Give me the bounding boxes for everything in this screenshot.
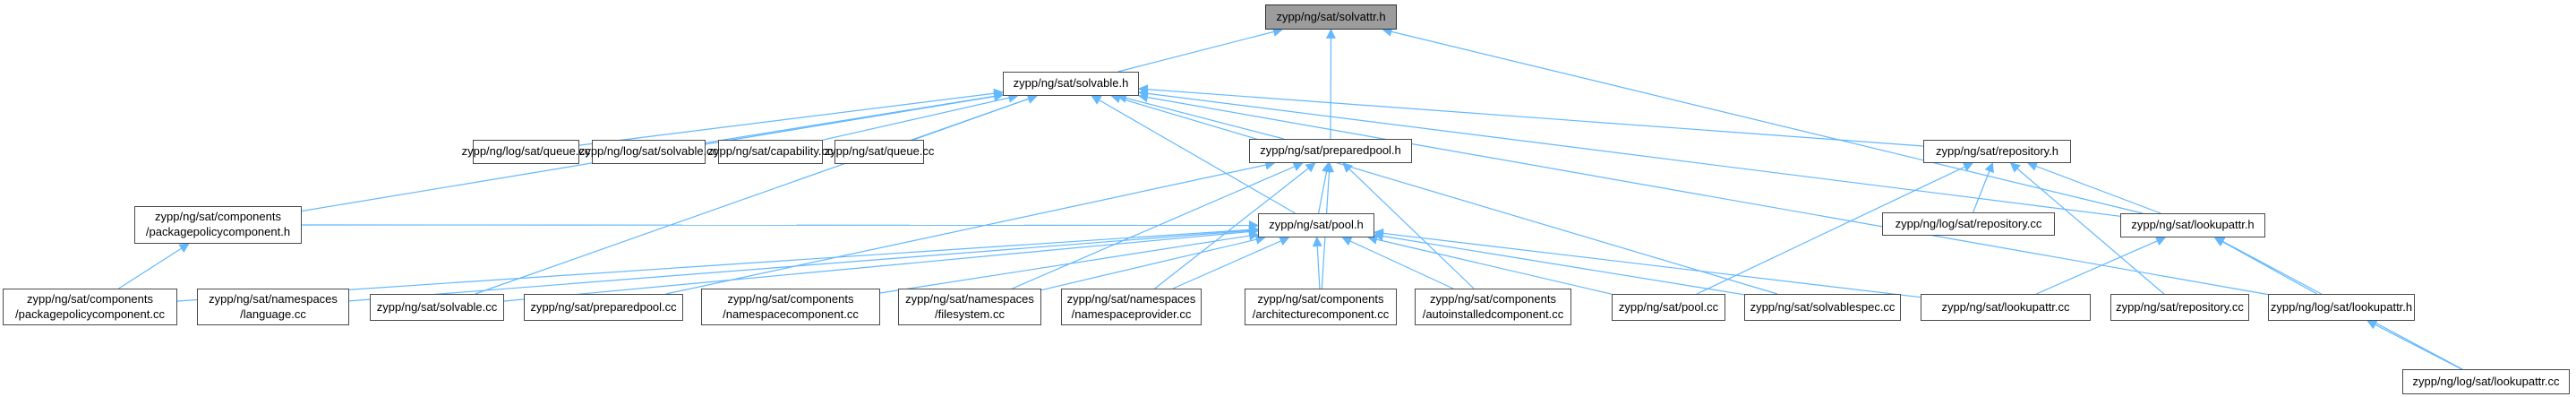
edge-pool_cc-to-repository_h [1696, 162, 1974, 295]
edge-preparedpool_cc-to-preparedpool_h [665, 160, 1276, 295]
node-pool-cc[interactable]: zypp/ng/sat/pool.cc [1612, 294, 1725, 321]
edge-pool_h-to-solvable_h [1091, 95, 1296, 214]
edge-lookupattr_cc-to-lookupattr_h [2036, 236, 2167, 295]
edge-namespacecomponent_cc-to-pool_h [879, 230, 1260, 294]
edge-solvablespec_cc-to-pool_h [1373, 231, 1745, 296]
edge-solvable_cc-to-pool_h [503, 227, 1260, 302]
edge-lookupattr_h-to-repository_h [2026, 161, 2161, 214]
edge-lookupattr_h-to-solvable_h [1137, 88, 2121, 217]
node-preparedpool-cc[interactable]: zypp/ng/sat/preparedpool.cc [524, 294, 683, 321]
edge-log_lookupattr_h-to-solvable_h [1137, 92, 2269, 296]
edge-autoinstalledcomponent_cc-to-pool_h [1341, 237, 1454, 289]
edge-packagepolicy_cc-to-pool_h [176, 224, 1260, 302]
edge-architecturecomponent_cc-to-pool_h [1312, 236, 1322, 289]
node-log-queue-cc[interactable]: zypp/ng/log/sat/queue.cc [462, 140, 590, 164]
edge-solvablespec_cc-to-solvable_h [1110, 93, 1778, 295]
edge-log_lookupattr_cc-to-log_lookupattr_h [2366, 320, 2462, 370]
edge-solvable_h-to-solvattr_h [1117, 27, 1283, 73]
node-filesystem-cc[interactable]: zypp/ng/sat/namespaces /filesystem.cc [898, 289, 1041, 325]
node-log-lookupattr-cc[interactable]: zypp/ng/log/sat/lookupattr.cc [2402, 369, 2570, 394]
node-namespaceprovider-cc[interactable]: zypp/ng/sat/namespaces /namespaceprovide… [1061, 289, 1202, 325]
edge-lookupattr_cc-to-pool_h [1373, 228, 1921, 298]
node-capability-cc[interactable]: zypp/ng/sat/capability.cc [708, 140, 833, 164]
edge-repository_cc-to-repository_h [2009, 162, 2165, 295]
node-log-solvable-cc[interactable]: zypp/ng/log/sat/solvable.cc [579, 140, 718, 164]
node-solvattr-h: zypp/ng/sat/solvattr.h [1265, 4, 1397, 30]
node-architecturecomponent-cc[interactable]: zypp/ng/sat/components /architecturecomp… [1245, 289, 1397, 325]
edge-namespaceprovider_cc-to-pool_h [1172, 236, 1290, 289]
node-solvable-h[interactable]: zypp/ng/sat/solvable.h [1003, 72, 1139, 96]
edge-autoinstalledcomponent_cc-to-preparedpool_h [1342, 162, 1475, 289]
node-packagepolicy-cc[interactable]: zypp/ng/sat/components /packagepolicycom… [3, 289, 177, 325]
edge-pool_cc-to-pool_h [1367, 234, 1613, 295]
node-log-lookupattr-h[interactable]: zypp/ng/log/sat/lookupattr.h [2268, 294, 2415, 321]
node-preparedpool-h[interactable]: zypp/ng/sat/preparedpool.h [1249, 139, 1412, 163]
edge-solvable_cc-to-solvable_h [475, 94, 1038, 295]
edge-packagepolicy_cc-to-packagepolicy_h [118, 243, 190, 289]
node-autoinstalledcomponent-cc[interactable]: zypp/ng/sat/components /autoinstalledcom… [1415, 289, 1571, 325]
node-repository-h[interactable]: zypp/ng/sat/repository.h [1923, 140, 2071, 163]
edge-lookupattr_h-to-solvattr_h [1382, 26, 2144, 214]
node-queue-cc[interactable]: zypp/ng/sat/queue.cc [825, 140, 934, 164]
node-packagepolicy-h[interactable]: zypp/ng/sat/components /packagepolicycom… [134, 206, 302, 244]
node-lookupattr-h[interactable]: zypp/ng/sat/lookupattr.h [2120, 213, 2265, 237]
edge-capability_cc-to-solvable_h [822, 92, 1019, 141]
edge-log_lookupattr_h-to-lookupattr_h [2213, 237, 2318, 295]
node-namespacecomponent-cc[interactable]: zypp/ng/sat/components /namespacecompone… [701, 289, 880, 325]
node-lookupattr-cc[interactable]: zypp/ng/sat/lookupattr.cc [1921, 294, 2091, 321]
edge-packagepolicy_h-to-pool_h [301, 220, 1260, 230]
node-repository-cc[interactable]: zypp/ng/sat/repository.cc [2110, 294, 2249, 321]
edge-log_queue_cc-to-solvable_h [578, 88, 1005, 146]
edge-preparedpool_h-to-solvable_h [1117, 93, 1284, 140]
edge-repository_h-to-solvable_h [1137, 84, 1924, 147]
node-solvable-cc[interactable]: zypp/ng/sat/solvable.cc [370, 294, 504, 321]
node-language-cc[interactable]: zypp/ng/sat/namespaces /language.cc [197, 289, 349, 325]
node-pool-h[interactable]: zypp/ng/sat/pool.h [1258, 213, 1374, 237]
node-log-repository-cc[interactable]: zypp/ng/log/sat/repository.cc [1882, 212, 2055, 236]
edge-language_cc-to-pool_h [348, 225, 1260, 302]
node-solvablespec-cc[interactable]: zypp/ng/sat/solvablespec.cc [1744, 294, 1901, 321]
edge-log_repository_cc-to-repository_h [1973, 161, 1994, 213]
edge-filesystem_cc-to-pool_h [1040, 234, 1266, 291]
